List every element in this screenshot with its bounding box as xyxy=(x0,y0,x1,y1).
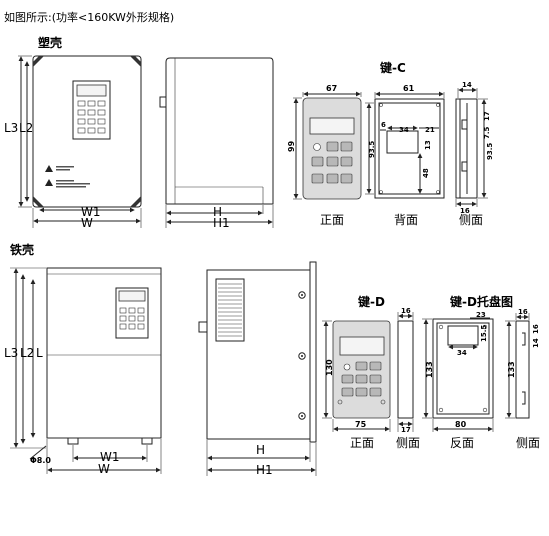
keypad-c-title: 键-C xyxy=(379,60,406,75)
dim-label-tray-d-back-label: 反面 xyxy=(450,436,474,450)
dim-label-plastic-dims-w: W xyxy=(81,216,93,230)
dim-label-plastic-dims-h1: H1 xyxy=(213,216,230,230)
dim-label-iron-dims-w1: W1 xyxy=(100,450,120,464)
dim-label-tray-d-back-d2: 34 xyxy=(457,349,467,357)
dim-label-tray-d-back-d3: 15.5 xyxy=(480,325,488,342)
tray-d-title: 键-D托盘图 xyxy=(449,294,513,309)
dim-label-keypad-c-side-label: 侧面 xyxy=(459,213,483,227)
dim-label-iron-dims-l3: L3 xyxy=(4,346,18,360)
dim-label-tray-d-back-height: 133 xyxy=(425,361,434,378)
plastic-side-view: H H1 xyxy=(159,57,274,230)
tray-d-side: 16 133 14 16 侧面 xyxy=(505,308,540,450)
dim-label-tray-d-side-d1: 14 xyxy=(532,338,540,348)
iron-case-title: 铁壳 xyxy=(10,242,34,257)
dim-label-keypad-d-front-label: 正面 xyxy=(350,436,374,450)
dim-label-keypad-c-back-d5: 48 xyxy=(422,168,430,178)
dim-label-keypad-c-back-height: 93.5 xyxy=(368,141,376,158)
plastic-width-dims: W1 W xyxy=(32,205,142,230)
dim-label-iron-dims-l: L xyxy=(36,346,43,360)
dim-label-tray-d-side-d2: 16 xyxy=(532,324,540,334)
iron-height-dims: L3 L2 L xyxy=(4,267,46,449)
dim-label-tray-d-side-height: 133 xyxy=(507,361,516,378)
tray-d-back: 34 23 15.5 133 80 反面 xyxy=(422,311,494,450)
dim-label-plastic-dims-w1: W1 xyxy=(81,205,101,219)
dim-label-keypad-c-back-d3: 21 xyxy=(425,126,435,134)
dim-label-tray-d-side-label: 侧面 xyxy=(516,436,540,450)
iron-side-view: H H1 xyxy=(198,261,317,477)
keypad-c-side: 14 93.5 17 7.5 16 侧面 xyxy=(455,81,494,227)
dim-label-keypad-c-back-label: 背面 xyxy=(394,213,418,227)
dim-label-iron-dims-h: H xyxy=(256,443,265,457)
dim-label-tray-d-back-width: 80 xyxy=(455,420,467,429)
dim-label-iron-dims-l2: L2 xyxy=(20,346,34,360)
dim-label-tray-d-back-d1: 23 xyxy=(476,311,486,319)
dim-label-keypad-c-side-top: 14 xyxy=(462,81,472,89)
dim-label-keypad-d-side-label: 侧面 xyxy=(396,436,420,450)
keypad-d-title: 键-D xyxy=(357,294,385,309)
dim-label-keypad-c-side-bottom: 16 xyxy=(460,207,470,215)
dim-label-tray-d-side-top: 16 xyxy=(518,308,528,316)
dim-label-keypad-c-front-height: 99 xyxy=(287,140,296,152)
dim-label-iron-dims-h1: H1 xyxy=(256,463,273,477)
dim-label-keypad-d-front-width: 75 xyxy=(355,420,367,429)
dim-label-keypad-c-back-width: 61 xyxy=(403,84,415,93)
dim-label-keypad-c-back-d4: 13 xyxy=(424,140,432,150)
keypad-d-front: 130 75 正面 xyxy=(322,320,391,450)
dim-label-keypad-c-front-label: 正面 xyxy=(320,213,344,227)
mounting-hole-dim: Φ8.0 xyxy=(30,456,51,465)
figure-caption: 如图所示:(功率<160KW外形规格) xyxy=(4,10,174,24)
dim-label-keypad-c-back-d2: 34 xyxy=(399,126,409,134)
dim-label-keypad-c-side-height: 93.5 xyxy=(486,143,494,160)
dim-label-iron-dims-w: W xyxy=(98,462,110,476)
keypad-c-front: 67 99 正面 xyxy=(287,84,362,227)
dim-label-keypad-d-front-height: 130 xyxy=(325,359,334,376)
dim-label-plastic-dims-l2: L2 xyxy=(19,121,33,135)
warning-icon xyxy=(45,179,53,186)
plastic-case-title: 塑壳 xyxy=(38,35,62,50)
iron-front-view xyxy=(46,267,162,445)
dim-label-keypad-c-side-d2: 7.5 xyxy=(483,126,491,139)
dim-label-keypad-c-front-width: 67 xyxy=(326,84,337,93)
warning-icon xyxy=(45,165,53,172)
plastic-front-view xyxy=(32,55,142,208)
dim-label-keypad-c-side-d1: 17 xyxy=(483,111,491,121)
dim-label-plastic-dims-h: H xyxy=(213,205,222,219)
iron-width-dims: W1 W Φ8.0 xyxy=(29,439,162,476)
dim-label-plastic-dims-l3: L3 xyxy=(4,121,18,135)
dim-label-keypad-d-side-top: 16 xyxy=(401,307,411,315)
plastic-height-dims: L3 L2 xyxy=(4,55,33,208)
keypad-c-back: 61 93.5 6 34 21 13 48 背面 xyxy=(365,84,445,227)
dim-label-keypad-d-side-bottom: 17 xyxy=(401,426,411,434)
keypad-d-side: 16 17 侧面 xyxy=(396,307,420,450)
dim-label-keypad-c-back-d1: 6 xyxy=(381,121,386,129)
